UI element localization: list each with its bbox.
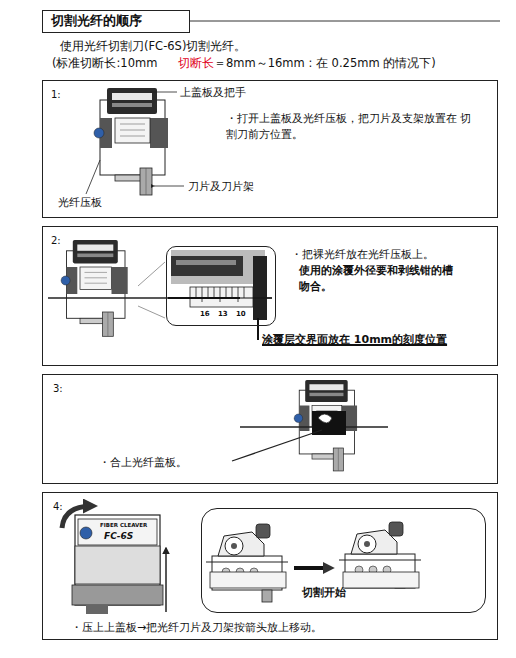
step-text: 16 — [200, 310, 210, 318]
step-text: ・压上上盖板→把光纤刀片及刀架按箭头放上移动。 — [71, 620, 322, 636]
cleaving-sequence-part — [343, 572, 419, 588]
step-text: 切割开始 — [302, 585, 346, 601]
step-text: ・把裸光纤放在光纤压板上。 — [291, 247, 491, 263]
cleaving-sequence-part — [262, 590, 272, 602]
cleaver-top-view-part — [150, 92, 177, 93]
step-box: 3: ・合上光纤盖板。 — [42, 374, 498, 484]
cleaver-front-view-part — [86, 605, 108, 614]
cleaver-front-view-part — [62, 506, 92, 528]
step-text: 10 — [236, 310, 246, 318]
cleaver-with-fiber-part — [138, 306, 165, 318]
cleaving-sequence-part — [294, 566, 330, 570]
cleaver-with-fiber-part — [61, 240, 128, 336]
cleaver-top-view-part — [86, 160, 100, 194]
step-text: 使用的涂覆外径要和剥线钳的槽 吻合。 — [299, 263, 464, 295]
zoomed-scale-part — [196, 287, 197, 298]
step-number: 2: — [51, 233, 61, 249]
intro-note: (标准切断长:10mm — [52, 56, 157, 71]
step-box: 1: ・打开上盖板及光纤压板，把刀片及支架放置在 切割刀前方位置。 — [42, 80, 498, 218]
step-text: ・合上光纤盖板。 — [99, 455, 187, 471]
step-number: 4: — [53, 499, 63, 515]
cleaver-closed-part — [294, 380, 357, 471]
intro-note: ＝8mm～16mm : 在 0.25mm 的情况下) — [214, 56, 436, 71]
step-number: 1: — [51, 87, 61, 103]
zoomed-scale-part — [208, 287, 209, 298]
zoomed-scale-part — [226, 287, 227, 298]
cleaver-closed-part — [318, 414, 332, 423]
cleaver-front-view-part — [80, 527, 92, 539]
cleaver-front-view-part — [78, 519, 157, 545]
cleaver-with-fiber-part — [48, 297, 272, 299]
title-rule — [190, 21, 500, 22]
zoomed-scale-part — [220, 287, 221, 302]
intro-text: 使用光纤切割刀(FC-6S)切割光纤。 — [60, 39, 246, 54]
zoomed-scale-part — [238, 287, 239, 302]
page-title: 切割光纤的顺序 — [42, 10, 190, 33]
zoom-inset: 16 13 10 — [166, 246, 276, 326]
cleaving-sequence — [206, 522, 421, 602]
zoomed-scale-part — [232, 287, 233, 298]
cleaver-closed — [232, 380, 388, 471]
callout-label: 涂覆层交界面放在 10mm的刻度位置 — [262, 332, 447, 347]
cleaving-sequence-part — [339, 522, 421, 588]
zoomed-scale-part — [244, 287, 245, 298]
step-text: ・打开上盖板及光纤压板，把刀片及支架放置在 切割刀前方位置。 — [226, 111, 476, 143]
step-number: 3: — [53, 381, 63, 397]
zoomed-scale-part — [257, 318, 259, 340]
device-label: FIBER CLEAVER — [100, 522, 147, 528]
zoomed-scale-part — [214, 287, 215, 298]
cleaver-front-view-part — [72, 585, 163, 605]
zoomed-scale-part — [240, 298, 272, 299]
cleaver-front-view-part — [165, 548, 167, 612]
cleaver-with-fiber — [48, 240, 272, 336]
callout-label: 刀片及刀片架 — [188, 179, 254, 194]
cleaving-sequence-part — [206, 524, 288, 590]
callout-label: 上盖板及把手 — [180, 85, 246, 100]
cleaving-sequence-part — [339, 522, 421, 588]
cleaver-top-view-part — [154, 186, 184, 187]
cleaving-sequence-part — [210, 572, 286, 588]
zoomed-scale-part — [253, 256, 267, 320]
cleaver-with-fiber-part — [61, 240, 128, 336]
device-label: FC-6S — [104, 531, 133, 541]
step-text: 13 — [218, 310, 228, 318]
cleaver-closed-part — [232, 430, 322, 461]
cleaving-sequence-part — [206, 524, 288, 602]
cleaver-front-view-part — [75, 546, 160, 584]
title-rule-part — [190, 21, 500, 22]
cleaver-with-fiber-part — [138, 262, 165, 286]
zoomed-scale-part — [168, 297, 240, 299]
zoomed-scale-part — [202, 287, 203, 302]
zoomed-scale-part — [176, 260, 236, 265]
zoomed-scale-part — [171, 250, 265, 284]
zoomed-scale — [168, 250, 272, 340]
cleaver-front-view — [62, 506, 166, 614]
zoomed-scale-part — [171, 256, 243, 276]
sequence-inset: 切割开始 — [201, 508, 486, 613]
cleaver-top-view-part — [94, 88, 168, 195]
cleaver-top-view — [86, 88, 184, 195]
step-box: 4: ・压上上盖板→把光纤刀片及刀架按箭头放上移动。 切割开始 — [42, 492, 498, 640]
cleaver-closed-part — [294, 380, 357, 471]
callout-label: 光纤压板 — [58, 195, 102, 210]
intro-note: 切断长 — [178, 56, 214, 71]
zoomed-scale-part — [196, 287, 244, 302]
